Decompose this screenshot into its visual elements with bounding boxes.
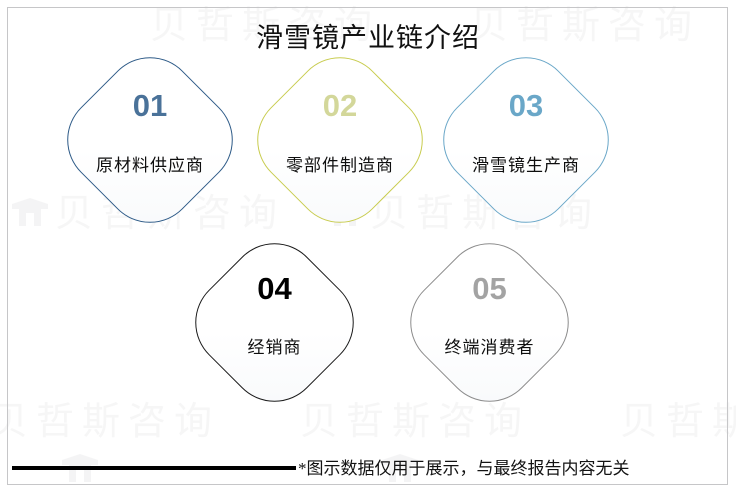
watermark-text: 贝哲斯咨询	[0, 401, 221, 443]
chain-node-number: 01	[132, 88, 168, 123]
chain-node-number: 04	[257, 271, 292, 306]
diamond-outline	[424, 38, 628, 242]
footer-rule	[12, 466, 296, 470]
diamond-outline	[238, 38, 442, 242]
chain-node-05[interactable]: 05 终端消费者	[391, 224, 588, 421]
watermark-logo-icon	[12, 198, 48, 226]
diamond-outline	[48, 38, 252, 242]
chain-node-number: 05	[472, 271, 507, 306]
chain-node-label: 终端消费者	[444, 338, 535, 357]
chain-node-number: 02	[322, 88, 358, 123]
chain-node-02[interactable]: 02 零部件制造商	[238, 38, 442, 242]
diamond-outline	[391, 224, 588, 421]
chain-node-label: 经销商	[247, 338, 302, 357]
chain-node-number: 03	[508, 88, 544, 123]
chain-node-label: 零部件制造商	[286, 156, 394, 175]
chain-node-label: 原材料供应商	[96, 156, 204, 175]
page-title: 滑雪镜产业链介绍	[256, 23, 480, 53]
chain-node-label: 滑雪镜生产商	[472, 156, 580, 175]
footer-note: *图示数据仅用于展示，与最终报告内容无关	[298, 459, 630, 478]
chain-node-04[interactable]: 04 经销商	[176, 224, 373, 421]
watermark-text: 贝哲斯咨询	[620, 401, 736, 443]
chain-node-01[interactable]: 01 原材料供应商	[48, 38, 252, 242]
diamond-outline	[176, 224, 373, 421]
chain-node-03[interactable]: 03 滑雪镜生产商	[424, 38, 628, 242]
